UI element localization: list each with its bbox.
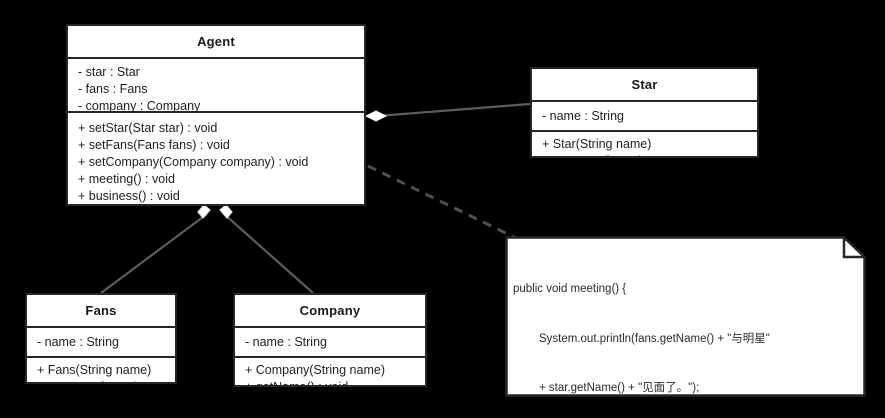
note-folded-corner-icon — [842, 237, 865, 259]
code-line: + star.getName() + "见面了。"); — [513, 380, 856, 397]
class-title-fans: Fans — [27, 295, 175, 328]
operation-row: + business() : void — [78, 189, 180, 203]
class-attributes-fans: - name : String — [27, 328, 175, 358]
operation-row: + Company(String name) — [245, 363, 385, 377]
note-code-text: public void meeting() { System.out.print… — [505, 236, 866, 397]
operation-row: + Star(String name) — [542, 137, 652, 151]
operation-row: + setFans(Fans fans) : void — [78, 138, 230, 152]
class-box-star[interactable]: Star - name : String + Star(String name)… — [530, 67, 759, 158]
aggregation-diamond-company — [219, 204, 233, 219]
attribute-row: - name : String — [542, 109, 624, 123]
code-line-body: + star.getName() + "见面了。"); — [539, 382, 700, 394]
class-box-agent[interactable]: Agent - star : Star - fans : Fans - comp… — [66, 24, 366, 206]
attribute-row: - company : Company — [78, 99, 201, 113]
class-attributes-star: - name : String — [532, 102, 757, 132]
edge-agent-note-dashed — [367, 164, 521, 242]
class-operations-fans: + Fans(String name) + getName() : String — [27, 358, 175, 382]
code-line: System.out.println(fans.getName() + "与明星… — [513, 331, 856, 348]
aggregation-diamond-star — [364, 110, 388, 122]
attribute-row: - fans : Fans — [78, 82, 148, 96]
attribute-row: - star : Star — [78, 65, 140, 79]
class-attributes-company: - name : String — [235, 328, 425, 358]
edge-agent-company — [223, 213, 314, 294]
operation-row: + getName() : String — [37, 379, 175, 382]
code-note[interactable]: public void meeting() { System.out.print… — [505, 236, 866, 397]
aggregation-diamond-fans — [197, 204, 211, 219]
class-box-fans[interactable]: Fans - name : String + Fans(String name)… — [25, 293, 177, 384]
class-operations-star: + Star(String name) + getName() : String — [532, 132, 757, 156]
class-attributes-agent: - star : Star - fans : Fans - company : … — [68, 59, 364, 113]
code-line: public void meeting() { — [513, 283, 627, 295]
operation-row: + setStar(Star star) : void — [78, 121, 218, 135]
edge-agent-star — [377, 102, 531, 118]
note-shape — [505, 236, 866, 397]
edge-agent-fans — [100, 213, 208, 294]
operation-row: + setCompany(Company company) : void — [78, 155, 309, 169]
class-box-company[interactable]: Company - name : String + Company(String… — [233, 293, 427, 387]
class-title-company: Company — [235, 295, 425, 328]
class-operations-agent: + setStar(Star star) : void + setFans(Fa… — [68, 113, 364, 204]
operation-row: + getName() : String — [542, 153, 757, 156]
operation-row: + getName() : void — [245, 380, 349, 387]
note-outline — [505, 236, 866, 397]
operation-row: + Fans(String name) — [37, 363, 152, 377]
class-title-star: Star — [532, 69, 757, 102]
class-operations-company: + Company(String name) + getName() : voi… — [235, 358, 425, 387]
attribute-row: - name : String — [37, 335, 119, 349]
code-line-body: System.out.println(fans.getName() + "与明星… — [539, 332, 770, 345]
operation-row: + meeting() : void — [78, 172, 175, 186]
class-title-agent: Agent — [68, 26, 364, 59]
attribute-row: - name : String — [245, 335, 327, 349]
